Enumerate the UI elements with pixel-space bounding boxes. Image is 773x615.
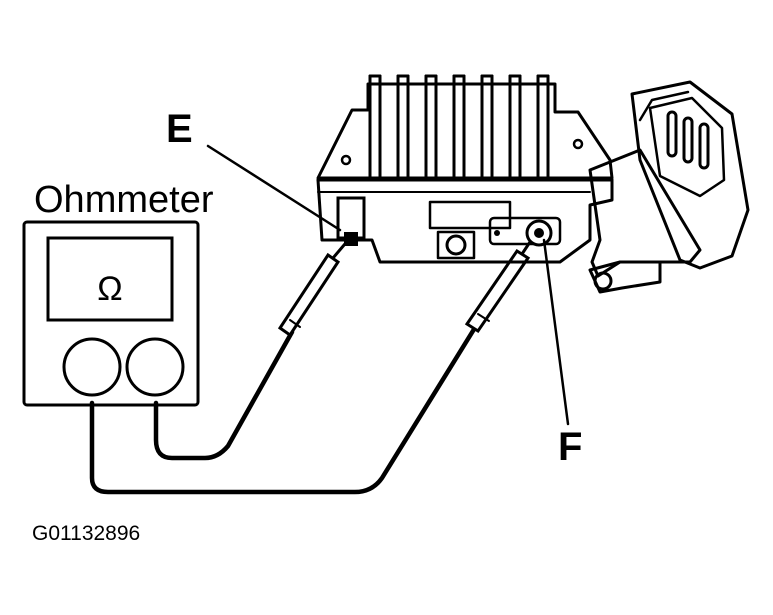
leader-line-f	[542, 238, 570, 426]
ohmmeter-title: Ohmmeter	[34, 179, 214, 221]
heat-sink-fins	[368, 74, 550, 180]
terminal-e-label: E	[166, 107, 193, 151]
probe-e	[277, 236, 352, 338]
test-lead-wire-f	[89, 323, 479, 495]
ohm-symbol: Ω	[97, 270, 122, 308]
terminal-f-label: F	[558, 425, 582, 469]
ohmmeter-jack-right	[125, 337, 185, 397]
figure-code: G01132896	[32, 522, 140, 545]
ohmmeter-jack-left	[62, 337, 122, 397]
ohmmeter-icon	[22, 220, 200, 407]
probe-f	[464, 231, 538, 334]
test-lead-wire-e	[153, 329, 295, 461]
test-probe-icon	[277, 231, 538, 338]
voltage-regulator-icon	[316, 74, 750, 294]
leader-line-e	[206, 144, 342, 232]
ohmmeter-display	[46, 236, 174, 322]
